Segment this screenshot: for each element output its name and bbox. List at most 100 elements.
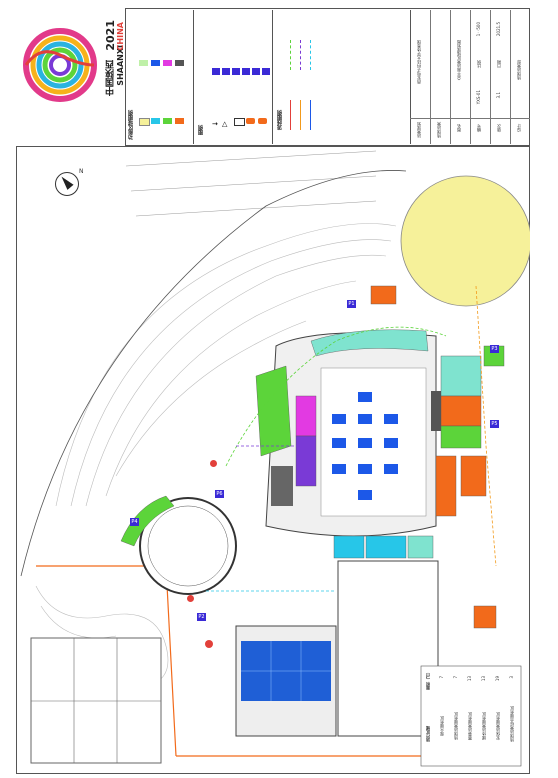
- table-row-name: 观众服务区: [439, 716, 444, 736]
- drawing-label: 图名: [456, 124, 461, 132]
- legend-swatch-gray: [175, 60, 184, 66]
- flow-legend-title: 流线图例: [277, 110, 283, 130]
- orange-parking-strip: [370, 285, 397, 305]
- design-value: 场馆运营部: [516, 60, 521, 80]
- number-label: 编号: [476, 124, 481, 132]
- table-row-name: 安保运营服务区: [495, 712, 500, 740]
- symbol-purple-box-3: [232, 68, 240, 75]
- table-row-name: 赛事运营服务区: [467, 712, 472, 740]
- gate-marker-icon: [210, 460, 217, 467]
- version-label: 版次: [496, 124, 501, 132]
- table-row-value: 7: [439, 676, 444, 679]
- table-row-name: 场馆运营服务区: [453, 712, 458, 740]
- cyan-zone-right: [440, 355, 482, 397]
- title-block: [410, 10, 531, 144]
- orange-zone-lower: [473, 605, 497, 629]
- perimeter-road: [20, 170, 407, 577]
- parking-badge-p4: P4: [130, 518, 139, 526]
- flow-green-dashed: [225, 326, 447, 467]
- gray-zone: [431, 391, 441, 431]
- symbol-arrow-icon: →: [212, 120, 218, 128]
- orange-zone-1: [440, 395, 482, 427]
- games-logo: [20, 25, 100, 105]
- date-value: 2021.5: [496, 22, 501, 36]
- number-value: YXS-01: [476, 90, 481, 105]
- legend-swatch-lightgreen: [139, 60, 148, 66]
- parking-lot: [125, 150, 377, 217]
- games-logo-icon: [23, 28, 97, 102]
- area-table-frame: [420, 665, 522, 767]
- logo-text-en2: CHINA: [116, 22, 125, 51]
- parking-badge-p2: P2: [197, 613, 206, 621]
- north-arrow-icon: [55, 172, 79, 196]
- cyan-zone-bottom-3: [407, 535, 434, 559]
- scale-label: 比例: [476, 60, 481, 68]
- orange-zone-2: [435, 455, 457, 517]
- north-label: N: [79, 168, 84, 175]
- legend-swatch-blue: [151, 60, 160, 66]
- symbol-purple-box-1: [212, 68, 220, 75]
- functional-legend-title: 功能区域图例: [128, 110, 134, 140]
- symbol-triangle-icon: △: [222, 120, 228, 128]
- flow-line-blue: [310, 100, 311, 130]
- drawing-name: 总平面运营区域规划图: [456, 40, 461, 80]
- legend-swatch-orange: [175, 118, 184, 124]
- date-label: 日期: [496, 60, 501, 68]
- legend-swatch-cyan: [151, 118, 160, 124]
- version-value: 3.1: [496, 92, 501, 99]
- symbol-red-icon: [246, 118, 255, 124]
- orange-zone-3: [460, 455, 487, 497]
- mint-zone: [310, 329, 429, 357]
- area-table-header-name: 运行区域: [425, 726, 430, 742]
- arena-courts: [332, 392, 398, 500]
- flow-line-orange: [300, 100, 301, 130]
- table-row-name: 场馆运营综合服务区: [509, 706, 514, 742]
- legend-swatch-green: [163, 118, 172, 124]
- parking-badge-p3: P3: [490, 345, 499, 353]
- symbol-purple-box-2: [222, 68, 230, 75]
- parking-badge-p1: P1: [347, 300, 356, 308]
- table-row-value: 7: [453, 676, 458, 679]
- parking-badge-p5: P5: [490, 420, 499, 428]
- table-row-value: 13: [467, 676, 472, 682]
- title-block-vline-4: [490, 10, 491, 144]
- project-name: 西安电子科技大学体育馆: [416, 40, 421, 84]
- title-block-vline-2: [450, 10, 451, 144]
- logo-text-en: SHAANXI: [116, 45, 125, 86]
- gray-zone-left: [271, 466, 293, 506]
- flow-divider: [272, 10, 273, 144]
- flow-line-green: [290, 40, 292, 70]
- legend-swatch-yellow: [139, 118, 150, 126]
- symbol-gate-icon: [234, 118, 245, 126]
- parking-badge-p6: P6: [215, 490, 224, 498]
- symbol-purple-box-5: [252, 68, 260, 75]
- symbol-legend-divider: [193, 10, 194, 144]
- venue-label: 场馆运营: [436, 122, 441, 138]
- symbol-purple-box-4: [242, 68, 250, 75]
- flow-line-purple: [300, 40, 302, 70]
- cyan-zone-bottom-2: [365, 535, 407, 559]
- flow-orange-dashed: [475, 285, 497, 567]
- design-label: 设计: [516, 124, 521, 132]
- terrain-contours: [35, 223, 397, 687]
- magenta-zone: [295, 395, 317, 437]
- table-row-value: 3: [509, 676, 514, 679]
- cyan-zone-bottom-1: [333, 535, 365, 559]
- symbol-red-icon-2: [258, 118, 267, 124]
- green-zone-left: [255, 365, 292, 457]
- flow-line-red: [290, 100, 291, 130]
- purple-zone: [295, 435, 317, 487]
- table-row-name: 媒体运营服务区: [481, 712, 486, 740]
- site-map: [20, 150, 530, 767]
- title-block-vline-1: [430, 10, 431, 144]
- table-row-value: 19: [495, 676, 500, 682]
- flow-line-cyan: [310, 40, 312, 70]
- entrance-marker-icon: [187, 595, 194, 602]
- header-frame: [125, 8, 530, 146]
- title-block-vline-5: [510, 10, 511, 144]
- yellow-dome: [400, 175, 530, 307]
- first-aid-icon: [205, 640, 213, 648]
- title-block-vline-3: [470, 10, 471, 144]
- area-table: 运行区域 面积（㎡） 观众服务区 7 场馆运营服务区 7 赛事运营服务区 13 …: [421, 666, 521, 766]
